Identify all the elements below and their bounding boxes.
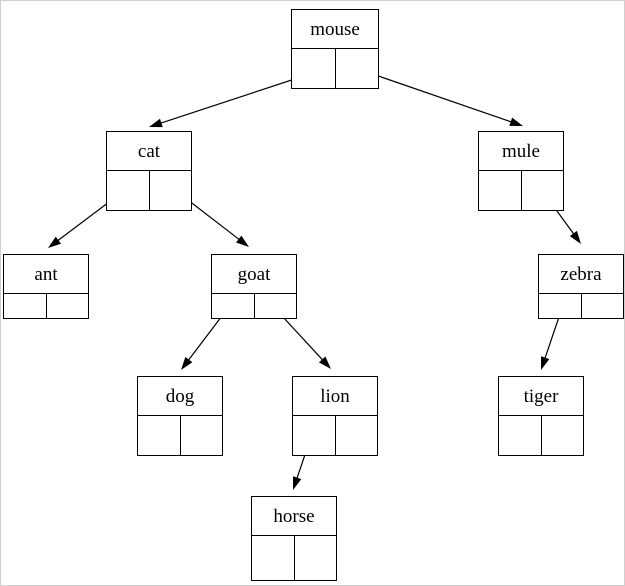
edge-arrowhead (149, 118, 163, 128)
node-pointer-right-mule[interactable] (522, 171, 564, 210)
node-label-dog: dog (138, 377, 222, 416)
node-pointer-right-cat[interactable] (150, 171, 192, 210)
node-pointer-left-cat[interactable] (107, 171, 150, 210)
edge-arrowhead (48, 236, 62, 248)
tree-node-dog[interactable]: dog (137, 376, 223, 456)
node-pointers-zebra (539, 294, 623, 318)
edge-arrowhead (293, 476, 302, 490)
node-label-zebra: zebra (539, 255, 623, 294)
edge-arrowhead (318, 356, 331, 369)
node-pointers-cat (107, 171, 191, 210)
node-pointer-left-tiger[interactable] (499, 416, 542, 455)
edge-arrowhead (569, 230, 581, 244)
tree-node-mouse[interactable]: mouse (291, 9, 379, 89)
tree-node-lion[interactable]: lion (292, 376, 378, 456)
node-pointers-ant (4, 294, 88, 318)
node-pointer-left-horse[interactable] (252, 536, 295, 580)
node-label-goat: goat (212, 255, 296, 294)
node-label-lion: lion (293, 377, 377, 416)
edge-arrowhead (181, 356, 193, 370)
node-pointer-left-dog[interactable] (138, 416, 181, 455)
edge-zebra-to-tiger (541, 313, 561, 370)
node-pointers-mouse (292, 49, 378, 88)
node-label-ant: ant (4, 255, 88, 294)
tree-node-goat[interactable]: goat (211, 254, 297, 319)
tree-node-zebra[interactable]: zebra (538, 254, 624, 319)
edge-line (357, 68, 513, 123)
node-pointer-right-tiger[interactable] (542, 416, 584, 455)
tree-node-mule[interactable]: mule (478, 131, 564, 211)
node-pointers-tiger (499, 416, 583, 455)
node-pointer-left-zebra[interactable] (539, 294, 582, 318)
node-pointers-goat (212, 294, 296, 318)
node-pointer-left-goat[interactable] (212, 294, 255, 318)
node-pointer-left-ant[interactable] (4, 294, 47, 318)
node-label-tiger: tiger (499, 377, 583, 416)
edge-arrowhead (509, 117, 523, 126)
node-pointers-dog (138, 416, 222, 455)
node-pointer-right-ant[interactable] (47, 294, 89, 318)
node-pointer-left-mule[interactable] (479, 171, 522, 210)
node-label-mule: mule (479, 132, 563, 171)
node-label-cat: cat (107, 132, 191, 171)
edge-arrowhead (236, 235, 249, 247)
node-pointer-right-lion[interactable] (336, 416, 378, 455)
edge-line (159, 72, 314, 125)
edge-arrowhead (541, 356, 550, 370)
node-pointers-horse (252, 536, 336, 580)
edge-mouse-to-mule (357, 68, 523, 126)
node-pointer-right-mouse[interactable] (336, 49, 379, 88)
node-label-mouse: mouse (292, 10, 378, 49)
tree-node-ant[interactable]: ant (3, 254, 89, 319)
node-label-horse: horse (252, 497, 336, 536)
tree-node-cat[interactable]: cat (106, 131, 192, 211)
node-pointer-left-lion[interactable] (293, 416, 336, 455)
node-pointer-right-horse[interactable] (295, 536, 337, 580)
node-pointers-lion (293, 416, 377, 455)
tree-node-horse[interactable]: horse (251, 496, 337, 581)
node-pointer-left-mouse[interactable] (292, 49, 336, 88)
tree-node-tiger[interactable]: tiger (498, 376, 584, 456)
node-pointer-right-zebra[interactable] (582, 294, 624, 318)
node-pointer-right-goat[interactable] (255, 294, 297, 318)
node-pointers-mule (479, 171, 563, 210)
node-pointer-right-dog[interactable] (181, 416, 223, 455)
edge-line (543, 313, 561, 360)
edge-mouse-to-cat (149, 72, 314, 128)
